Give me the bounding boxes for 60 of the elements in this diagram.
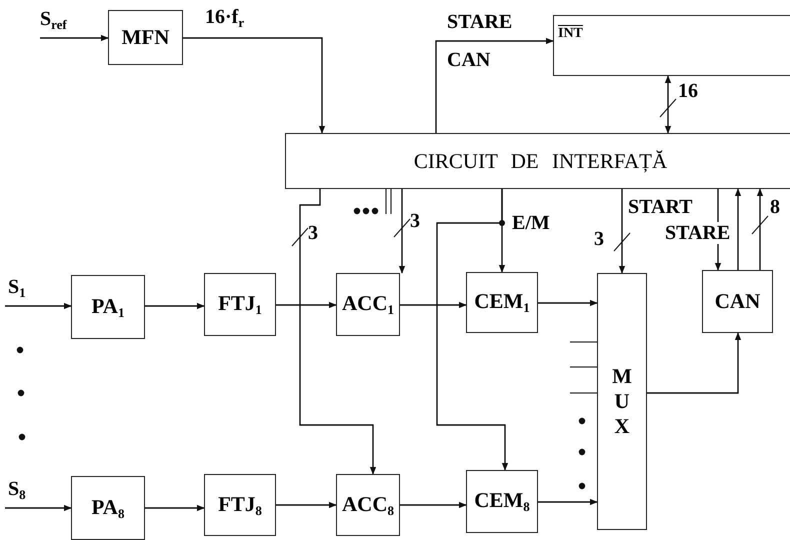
edge-label: E/M	[512, 212, 550, 234]
connector-arrow	[145, 504, 205, 512]
block-label: FTJ$_{1}$	[218, 291, 262, 318]
connector-arrow	[538, 300, 598, 306]
connector-arrow	[538, 498, 598, 506]
connector-arrow	[398, 189, 406, 274]
block-box	[204, 474, 276, 536]
block-box	[71, 476, 145, 540]
edge-label: STARE	[664, 222, 732, 244]
block-box	[285, 133, 790, 189]
connector-arrow	[756, 188, 764, 270]
edge-label: 8	[770, 196, 780, 218]
connector-arrow	[183, 37, 326, 134]
edge-label: 3	[308, 222, 318, 244]
connector-arrow	[647, 332, 742, 394]
edge-label: STARE CAN	[447, 10, 514, 73]
block-box	[336, 474, 400, 536]
block-box	[466, 470, 538, 533]
block-label: PA$_{1}$	[92, 294, 124, 320]
connector-arrow	[299, 189, 376, 475]
connector-arrow	[618, 189, 626, 274]
block-label: CIRCUIT DE INTERFAȚĂ	[414, 148, 668, 174]
edge-label: START	[628, 196, 693, 218]
block-label: ACC$_{8}$	[342, 492, 394, 518]
connector-arrow	[664, 75, 672, 134]
edge-label: S$_{8}$	[8, 478, 26, 502]
block-label: FTJ$_{8}$	[218, 492, 262, 518]
edge-label: 16	[678, 80, 698, 102]
connector-arrow	[435, 38, 554, 133]
block-box	[336, 273, 400, 336]
connector-arrow	[734, 188, 742, 270]
edge-label: 3	[594, 228, 604, 250]
connector-arrow	[145, 302, 205, 310]
edge-label: S$_{1}$	[8, 276, 26, 300]
connector-arrow	[5, 302, 72, 310]
block-label: CEM$_{8}$	[474, 488, 530, 515]
block-label: PA$_{8}$	[92, 494, 124, 522]
connector-arrow	[436, 189, 508, 471]
block-box	[108, 10, 183, 65]
block-box	[466, 272, 538, 333]
connector-arrow	[276, 502, 337, 508]
block-label: CAN	[714, 289, 760, 314]
block-label: MFN	[122, 25, 170, 50]
block-box	[553, 15, 790, 76]
connector-arrow	[400, 502, 467, 508]
multiplexer-block	[597, 273, 647, 530]
edge-label: 3	[410, 210, 420, 232]
block-box	[204, 273, 276, 336]
connector-arrow	[40, 34, 109, 42]
connector-arrow	[400, 302, 467, 308]
edge-label: 16·f$_{r}$	[205, 6, 244, 30]
block-box	[71, 275, 145, 339]
block-label: MUX	[612, 364, 632, 440]
block-label: ACC$_{1}$	[342, 291, 394, 318]
connector-arrow	[276, 302, 337, 308]
edge-label: S$_{ref}$	[40, 8, 67, 32]
block-label: INT	[558, 26, 583, 42]
block-label: CEM$_{1}$	[474, 289, 530, 316]
block-box	[702, 270, 773, 333]
connector-arrow	[5, 504, 72, 512]
